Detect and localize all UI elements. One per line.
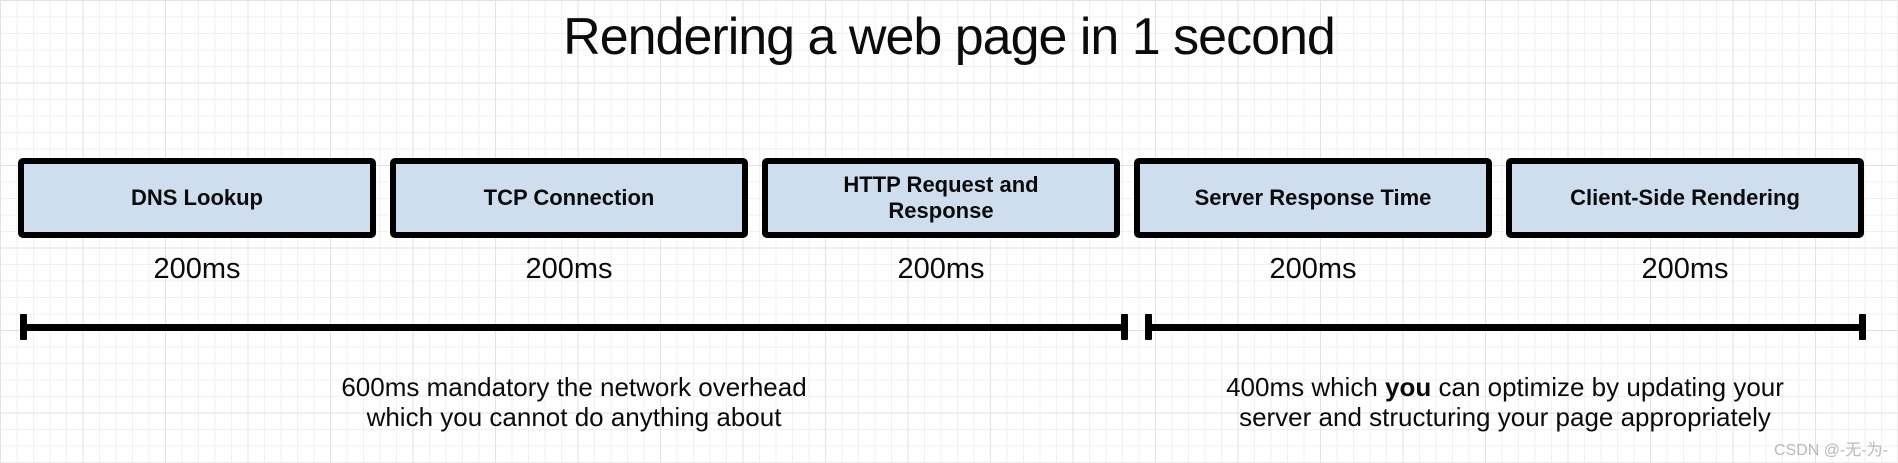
caption-line-2: server and structuring your page appropr… [1239,402,1771,432]
network-overhead-bracket [20,314,1128,340]
stage-label: Client-Side Rendering [1570,185,1800,210]
caption-line-2: which you cannot do anything about [366,402,782,432]
caption-text: can optimize by updating your [1431,372,1784,402]
stage-tcp-connection: TCP Connection 200ms [390,158,748,284]
stage-box-client-side-rendering: Client-Side Rendering [1506,158,1864,238]
bracket-tick-left [20,314,27,340]
network-overhead-caption: 600ms mandatory the network overhead whi… [174,372,974,432]
stage-box-tcp-connection: TCP Connection [390,158,748,238]
stage-label: DNS Lookup [131,185,263,210]
stage-box-server-response-time: Server Response Time [1134,158,1492,238]
stage-duration: 200ms [153,253,241,285]
page-title: Rendering a web page in 1 second [563,8,1336,66]
stage-box-dns-lookup: DNS Lookup [18,158,376,238]
stage-http-request-response: HTTP Request and Response 200ms [762,158,1120,284]
optimizable-caption: 400ms which you can optimize by updating… [1105,372,1898,432]
stage-dns-lookup: DNS Lookup 200ms [18,158,376,284]
optimizable-bracket [1145,314,1866,340]
bracket-line [1152,323,1859,331]
stage-row: DNS Lookup 200ms TCP Connection 200ms HT… [18,158,1864,284]
stage-duration: 200ms [1641,253,1729,285]
stage-server-response-time: Server Response Time 200ms [1134,158,1492,284]
bracket-tick-right [1121,314,1128,340]
stage-box-http-request-response: HTTP Request and Response [762,158,1120,238]
stage-label: TCP Connection [483,185,655,210]
stage-label: Server Response Time [1194,185,1432,210]
caption-text-bold: you [1385,372,1432,402]
caption-text: 400ms which [1226,372,1386,402]
stage-duration: 200ms [1269,253,1357,285]
caption-line-1: 400ms which you can optimize by updating… [1105,372,1898,402]
stage-duration: 200ms [525,253,613,285]
bracket-tick-left [1145,314,1152,340]
csdn-watermark: CSDN @-无-为- [1773,442,1888,459]
stage-client-side-rendering: Client-Side Rendering 200ms [1506,158,1864,284]
bracket-tick-right [1859,314,1866,340]
bracket-line [27,323,1121,331]
caption-line-1: 600ms mandatory the network overhead [341,372,807,402]
stage-duration: 200ms [897,253,985,285]
stage-label: HTTP Request and Response [843,172,1039,223]
